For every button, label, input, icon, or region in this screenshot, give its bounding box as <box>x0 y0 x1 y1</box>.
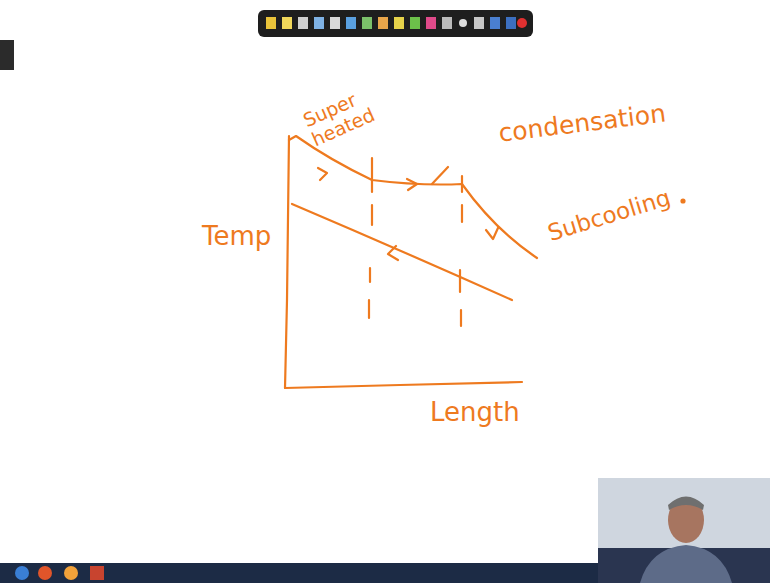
arrowhead <box>407 179 417 190</box>
dot <box>682 200 685 203</box>
arrowhead <box>486 228 498 239</box>
hot-fluid-curve <box>289 136 537 258</box>
edge-marker <box>0 40 14 70</box>
leader-line <box>432 167 448 184</box>
presenter-video <box>598 478 770 583</box>
y-axis <box>285 136 289 388</box>
region-label: Subcooling <box>545 185 673 246</box>
arrowhead <box>318 168 327 180</box>
axis-label: Length <box>430 398 520 427</box>
region-label: Super heated <box>300 87 374 150</box>
toolbar-icons <box>266 17 527 29</box>
plot <box>285 136 685 388</box>
x-axis <box>285 382 522 388</box>
cold-fluid-curve <box>292 204 512 300</box>
arrowhead <box>388 246 398 260</box>
region-label: condensation <box>497 99 667 147</box>
axis-label: Temp <box>202 222 271 251</box>
dashed-divider <box>369 158 372 318</box>
dashed-divider <box>460 176 462 326</box>
taskbar-icons <box>15 566 104 580</box>
toolbar <box>258 10 533 37</box>
